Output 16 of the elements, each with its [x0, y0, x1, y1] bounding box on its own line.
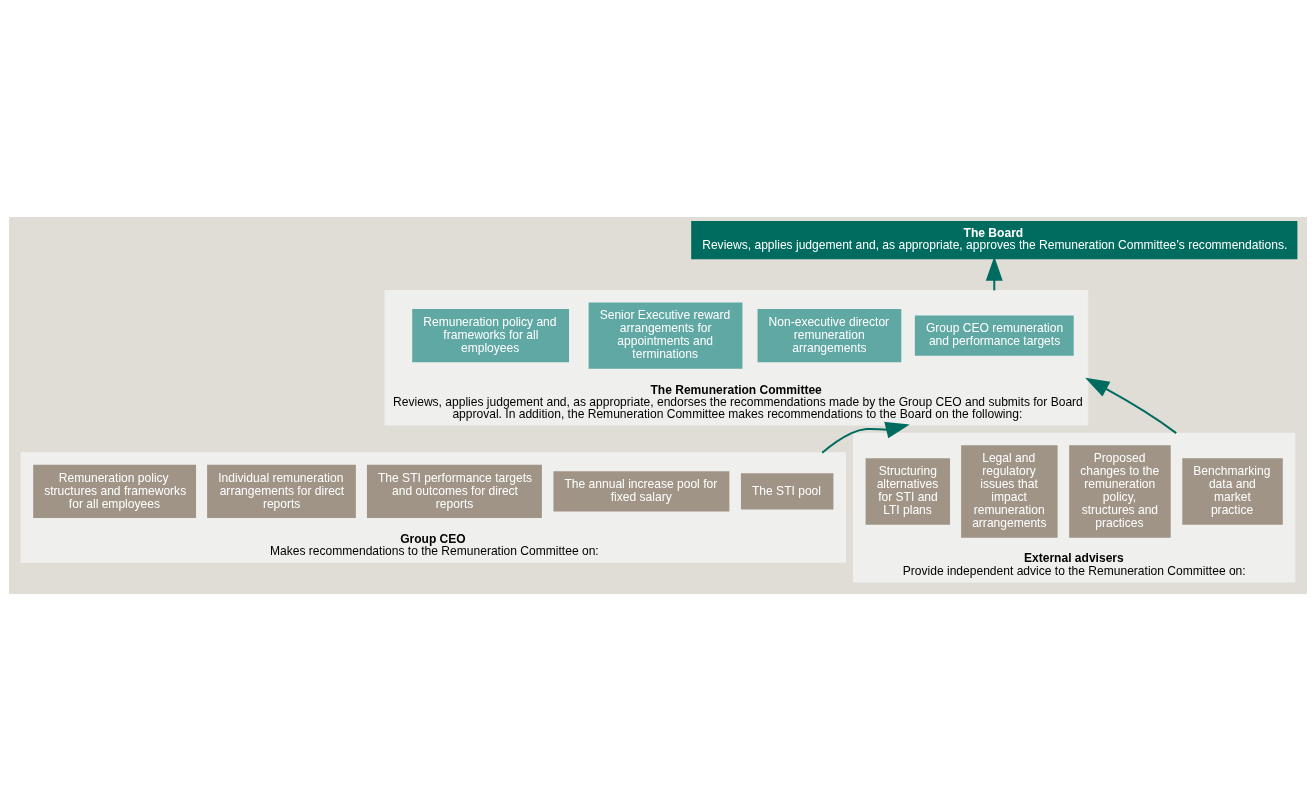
node-box: The Board Reviews, applies judgement and, as appropriate, approves the Remuneration Committee’s recommendations.	[691, 221, 1298, 260]
node-box: The STI pool	[740, 473, 834, 510]
node-box: Non-executive director remuneration arrangements	[757, 309, 902, 363]
arrow	[821, 421, 910, 454]
arrow	[1085, 377, 1177, 434]
node-box: The annual increase pool for fixed salary	[553, 471, 730, 512]
node-box: Benchmarking data and market practice	[1182, 458, 1283, 525]
node-box: Individual remuneration arrangements for direct reports	[207, 464, 356, 519]
node-box: Group CEO remuneration and performance targets	[914, 315, 1074, 356]
node-box: Structuring alternatives for STI and LTI plans	[865, 458, 951, 525]
node-box: The STI performance targets and outcomes for direct reports	[366, 464, 542, 519]
node-box: Proposed changes to the remuneration policy, structures and practices	[1069, 445, 1171, 538]
node-box: Senior Executive reward arrangements for appointments and terminations	[588, 302, 743, 369]
node-box: Legal and regulatory issues that impact remuneration arrangements	[961, 445, 1058, 538]
node-box: Remuneration policy structures and frameworks for all employees	[33, 464, 197, 519]
node-box: Remuneration policy and frameworks for all employees	[412, 309, 570, 363]
